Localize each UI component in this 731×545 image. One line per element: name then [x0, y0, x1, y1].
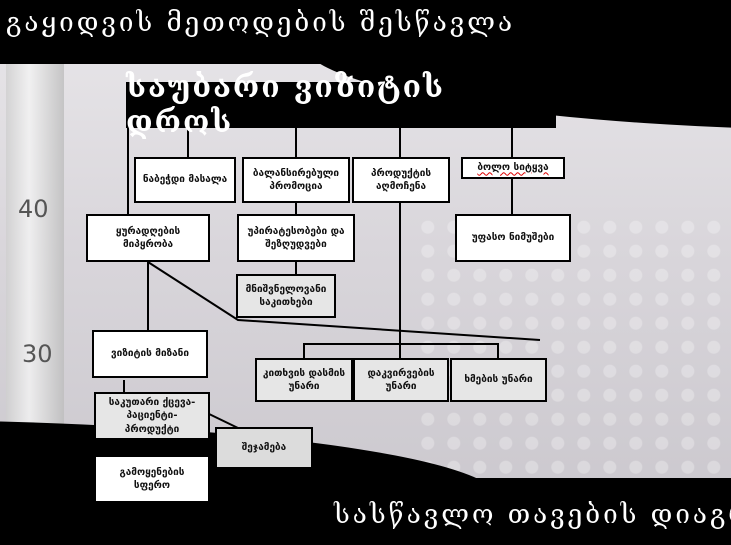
link-attention-skills	[147, 261, 541, 341]
tube-mark-30: 30	[22, 340, 53, 368]
slide-heading: გაყიდვის მეთოდების შესწავლა	[6, 8, 516, 38]
bubbles-background	[420, 220, 731, 480]
tube-mark-40: 40	[18, 195, 49, 223]
node-usage-area: გამოყენების სფერო	[94, 455, 210, 503]
node-free-samples: უფასო ნიმუშები	[455, 214, 571, 262]
node-listening-skill: დაკვირვების უნარი	[353, 358, 449, 402]
node-visit-goal: ვიზიტის მიზანი	[92, 330, 208, 378]
diagram-title: საუბარი ვიზიტის დროს	[126, 70, 556, 140]
node-summary: შეჯამება	[215, 427, 313, 469]
node-product-demo: პროდუქტის აღმოჩენა	[352, 157, 450, 203]
node-questioning-skill: კითხვის დასმის უნარი	[255, 358, 353, 402]
node-balanced-approach: ბალანსირებული პრომოცია	[242, 157, 350, 203]
node-samples: ბოლო სიტყვა	[461, 157, 565, 179]
node-attention-focus: ყურადღების მიპყრობა	[86, 214, 210, 262]
node-visual-aids: ნაბეჭდი მასალა	[134, 157, 236, 203]
node-key-questions: მნიშვნელოვანი საკითხები	[236, 274, 336, 318]
slide-footer-caption: სასწავლო თავების დიაგრამა	[334, 500, 731, 530]
node-confirmation: საკუთარი ქცევა-პაციენტი-პროდუქტი	[94, 392, 210, 440]
node-objections: უპირატესობები და შეზღუდვები	[237, 214, 355, 262]
node-closing-skill: ხმების უნარი	[450, 358, 547, 402]
